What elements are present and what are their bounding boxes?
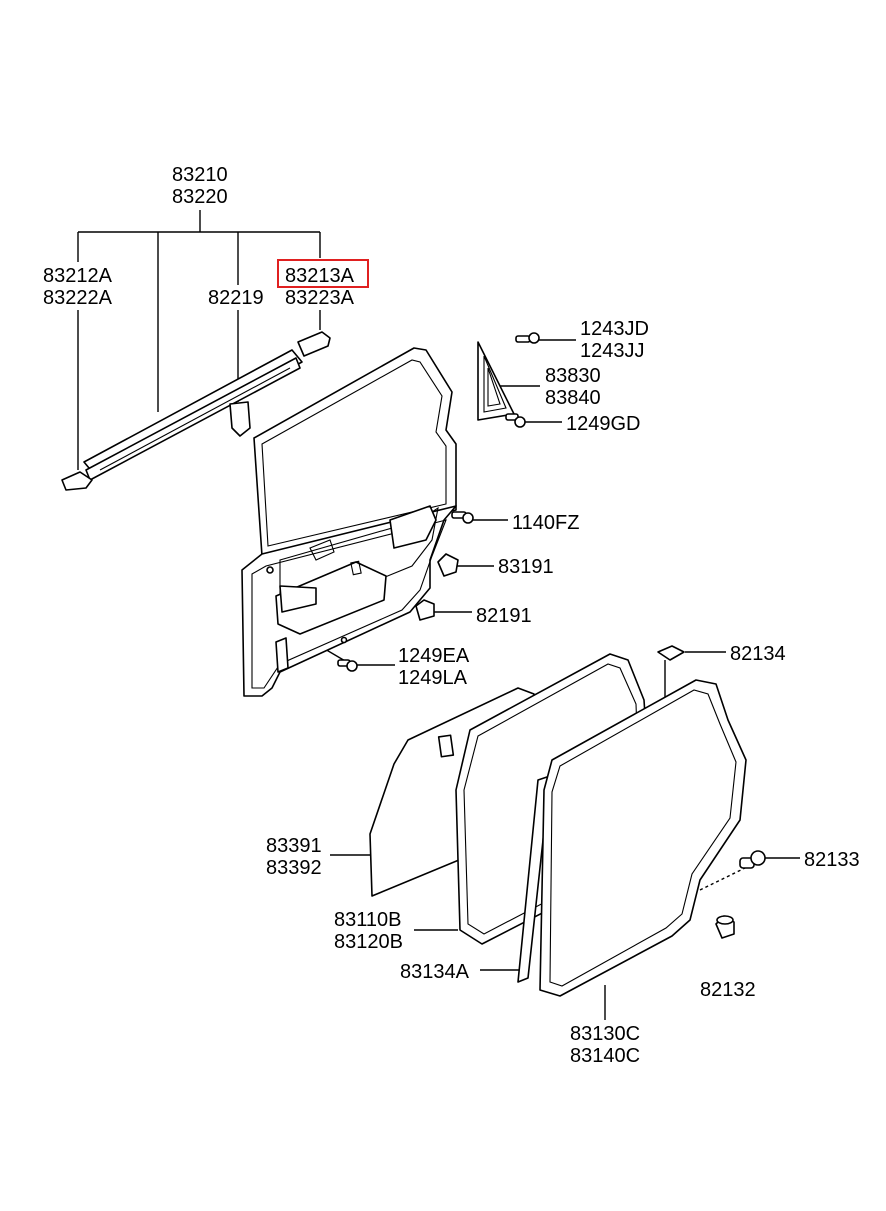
label-83212A: 83212A: [43, 265, 113, 287]
label-1140FZ: 1140FZ: [512, 512, 579, 534]
label-83220: 83220: [172, 186, 228, 208]
label-83140C: 83140C: [570, 1045, 640, 1067]
cap-83191: [437, 553, 459, 577]
screw-1243JD: [515, 332, 540, 344]
screw-1249GD: [505, 413, 526, 428]
label-83120B: 83120B: [334, 931, 403, 953]
clip-82133: [739, 850, 766, 869]
label-83134A: 83134A: [400, 961, 470, 983]
label-83191: 83191: [498, 556, 554, 578]
label-83110B: 83110B: [334, 909, 401, 931]
label-83223A: 83223A: [285, 287, 355, 309]
end-cap-right: [297, 331, 331, 357]
label-1243JJ: 1243JJ: [580, 340, 645, 362]
label-82133: 82133: [804, 849, 860, 871]
label-1249EA: 1249EA: [398, 645, 470, 667]
delta-molding: [477, 341, 515, 421]
fasteners: [337, 332, 766, 939]
label-83840: 83840: [545, 387, 601, 409]
label-83130C: 83130C: [570, 1023, 640, 1045]
label-83213A: 83213A: [285, 265, 355, 287]
belt-weatherstrip: [61, 331, 331, 491]
clip-82219: [229, 401, 251, 437]
label-1249GD: 1249GD: [566, 413, 641, 435]
label-1243JD: 1243JD: [580, 318, 649, 340]
label-83392: 83392: [266, 857, 322, 879]
label-82219: 82219: [208, 287, 264, 309]
end-cap-left: [61, 471, 93, 491]
part-labels: 83210 83220 83212A 83222A 82219 83213A 8…: [43, 164, 860, 1067]
label-83222A: 83222A: [43, 287, 113, 309]
cap-82191: [415, 599, 435, 621]
label-82134: 82134: [730, 643, 786, 665]
film-tab: [437, 734, 455, 758]
label-83830: 83830: [545, 365, 601, 387]
label-83210: 83210: [172, 164, 228, 186]
bolt-1140FZ: [451, 511, 474, 524]
weatherstrip-83130C: [539, 679, 747, 997]
label-1249LA: 1249LA: [398, 667, 468, 689]
label-82132: 82132: [700, 979, 756, 1001]
label-82191: 82191: [476, 605, 532, 627]
label-83391: 83391: [266, 835, 322, 857]
highlight-box: [277, 259, 369, 288]
screw-1249EA: [337, 659, 358, 672]
switch-bezel: [389, 505, 437, 549]
bumper-82132: [715, 915, 735, 939]
pad-82134: [657, 645, 685, 661]
door-trim-panel: [241, 347, 457, 697]
